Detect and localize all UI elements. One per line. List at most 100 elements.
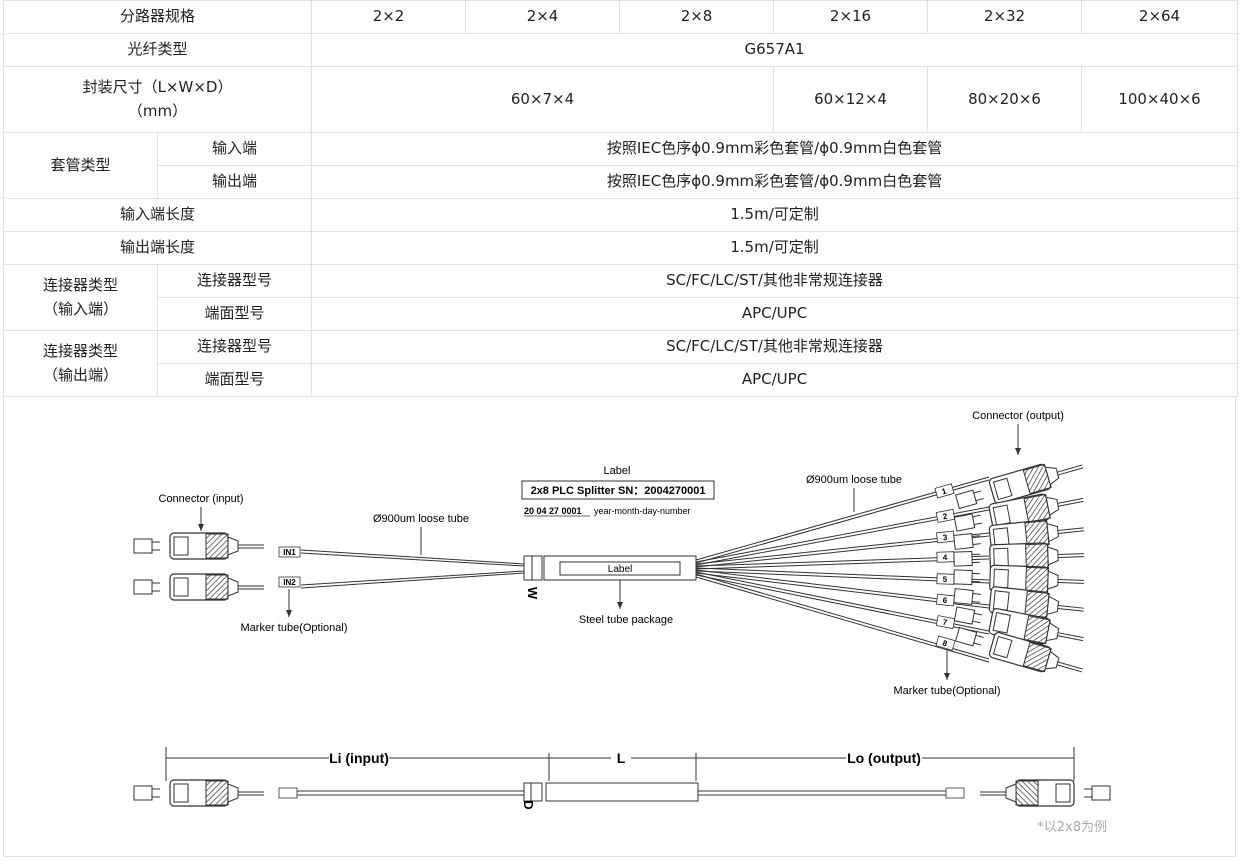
input-length-value: 1.5m/可定制 bbox=[311, 198, 1239, 232]
marker-left-text: Marker tube(Optional) bbox=[241, 622, 348, 634]
tube-output-value: 按照IEC色序ϕ0.9mm彩色套管/ϕ0.9mm白色套管 bbox=[311, 165, 1239, 199]
package-size-2x64: 100×40×6 bbox=[1081, 66, 1239, 133]
tube-input-value: 按照IEC色序ϕ0.9mm彩色套管/ϕ0.9mm白色套管 bbox=[311, 132, 1239, 166]
row-connector-input-endface: 端面型号 APC/UPC bbox=[4, 297, 1239, 331]
tube-output-label: 输出端 bbox=[156, 165, 313, 199]
row-spec: 分路器规格 2×2 2×4 2×8 2×16 2×32 2×64 bbox=[2, 0, 1239, 34]
connector-input-label: 连接器类型 （输入端） bbox=[3, 264, 158, 331]
input-marker-tag-1: IN1 bbox=[278, 546, 301, 558]
input-connector-1 bbox=[133, 532, 265, 560]
steel-tube-package: Label bbox=[523, 555, 697, 581]
connector-output-model-value: SC/FC/LC/ST/其他非常规连接器 bbox=[311, 330, 1239, 364]
marker-right-text: Marker tube(Optional) bbox=[894, 685, 1001, 697]
output-fiber-7: 7 bbox=[695, 571, 1087, 652]
package-size-label: 封装尺寸（L×W×D） （mm） bbox=[2, 66, 313, 133]
connector-output-endface-value: APC/UPC bbox=[311, 363, 1239, 397]
date-desc: year-month-day-number bbox=[594, 506, 691, 516]
dim-l: L bbox=[617, 750, 626, 766]
output-length-label: 输出端长度 bbox=[2, 231, 313, 265]
output-fiber-8: 8 bbox=[695, 573, 1087, 684]
output-fiber-3: 3 bbox=[695, 515, 1086, 568]
output-fiber-6: 6 bbox=[695, 569, 1086, 623]
diagram-panel: IN1 IN2 Connector (input) Ø900um loose t… bbox=[3, 397, 1236, 857]
package-size-2x32: 80×20×6 bbox=[927, 66, 1083, 133]
spec-2x64: 2×64 bbox=[1081, 0, 1239, 34]
bottom-output-connector bbox=[979, 779, 1111, 807]
spec-table: 分路器规格 2×2 2×4 2×8 2×16 2×32 2×64 光纤类型 G6… bbox=[2, 0, 1239, 397]
output-fibers: 1 2 3 4 bbox=[695, 452, 1087, 684]
package-size-small: 60×7×4 bbox=[311, 66, 775, 133]
out-tag-1: 1 bbox=[941, 486, 948, 496]
out-tag-5: 5 bbox=[943, 575, 948, 584]
dimension-diagram: Li (input) L Lo (output) D bbox=[133, 747, 1111, 810]
out-tag-4: 4 bbox=[943, 553, 948, 562]
svg-text:W: W bbox=[525, 587, 540, 600]
bottom-output-marker bbox=[945, 787, 965, 799]
bottom-input-marker bbox=[278, 787, 298, 799]
connector-input-model-value: SC/FC/LC/ST/其他非常规连接器 bbox=[311, 264, 1239, 298]
in-tag-1: IN1 bbox=[283, 548, 296, 557]
label-box-text: 2x8 PLC Splitter SN：2004270001 bbox=[531, 485, 706, 497]
in-tag-2: IN2 bbox=[283, 578, 296, 587]
spec-2x2: 2×2 bbox=[311, 0, 467, 34]
row-output-length: 输出端长度 1.5m/可定制 bbox=[2, 231, 1239, 265]
connector-output-endface-label: 端面型号 bbox=[156, 363, 313, 397]
dim-d: D bbox=[521, 800, 536, 809]
row-package-size: 封装尺寸（L×W×D） （mm） 60×7×4 60×12×4 80×20×6 … bbox=[2, 66, 1239, 133]
out-tag-8: 8 bbox=[941, 639, 948, 649]
loose-tube-left-text: Ø900um loose tube bbox=[373, 513, 469, 525]
input-connector-2 bbox=[133, 573, 265, 601]
row-tube-output: 输出端 按照IEC色序ϕ0.9mm彩色套管/ϕ0.9mm白色套管 bbox=[4, 165, 1239, 199]
dim-lo: Lo (output) bbox=[847, 750, 921, 766]
fiber-type-value: G657A1 bbox=[311, 33, 1239, 67]
out-tag-3: 3 bbox=[942, 533, 948, 542]
connector-output-label: 连接器类型 （输出端） bbox=[3, 330, 158, 397]
connector-output-label-line2: （输出端） bbox=[42, 365, 118, 384]
date-code: 20 04 27 0001 bbox=[524, 506, 582, 516]
bottom-boot bbox=[523, 782, 543, 802]
steel-tube-text: Steel tube package bbox=[579, 614, 673, 626]
footnote: *以2x8为例 bbox=[1037, 820, 1107, 835]
connector-input-model-label: 连接器型号 bbox=[156, 264, 313, 298]
input-marker-tag-2: IN2 bbox=[278, 576, 301, 588]
output-fiber-5: 5 bbox=[695, 563, 1086, 595]
row-connector-output-model: 连接器类型 （输出端） 连接器型号 SC/FC/LC/ST/其他非常规连接器 bbox=[3, 330, 1239, 397]
connector-input-text: Connector (input) bbox=[159, 493, 244, 505]
bottom-input-connector bbox=[133, 779, 265, 807]
connector-input-label-line2: （输入端） bbox=[42, 299, 118, 318]
package-size-label-line1: 封装尺寸（L×W×D） bbox=[82, 78, 233, 97]
input-length-label: 输入端长度 bbox=[2, 198, 313, 232]
output-fiber-2: 2 bbox=[695, 486, 1087, 566]
spec-label: 分路器规格 bbox=[2, 0, 313, 34]
package-size-2x16: 60×12×4 bbox=[773, 66, 929, 133]
input-fiber-1 bbox=[300, 549, 525, 567]
row-tube-input: 套管类型 输入端 按照IEC色序ϕ0.9mm彩色套管/ϕ0.9mm白色套管 bbox=[3, 132, 1239, 199]
connector-input-endface-label: 端面型号 bbox=[156, 297, 313, 331]
out-tag-2: 2 bbox=[942, 512, 949, 522]
spec-2x32: 2×32 bbox=[927, 0, 1083, 34]
connector-input-endface-value: APC/UPC bbox=[311, 297, 1239, 331]
connector-output-model-label: 连接器型号 bbox=[156, 330, 313, 364]
connector-input-label-line1: 连接器类型 bbox=[42, 276, 118, 295]
row-connector-input-model: 连接器类型 （输入端） 连接器型号 SC/FC/LC/ST/其他非常规连接器 bbox=[3, 264, 1239, 331]
output-fiber-4: 4 bbox=[695, 541, 1086, 573]
connector-output-text: Connector (output) bbox=[972, 410, 1064, 422]
row-input-length: 输入端长度 1.5m/可定制 bbox=[2, 198, 1239, 232]
output-length-value: 1.5m/可定制 bbox=[311, 231, 1239, 265]
spec-2x8: 2×8 bbox=[619, 0, 775, 34]
splitter-diagram: IN1 IN2 Connector (input) Ø900um loose t… bbox=[133, 410, 1111, 835]
fiber-type-label: 光纤类型 bbox=[2, 33, 313, 67]
label-box bbox=[521, 480, 715, 500]
tube-type-label: 套管类型 bbox=[3, 132, 158, 199]
connector-output-label-line1: 连接器类型 bbox=[42, 342, 118, 361]
loose-tube-right-text: Ø900um loose tube bbox=[806, 474, 902, 486]
row-connector-output-endface: 端面型号 APC/UPC bbox=[4, 363, 1239, 397]
spec-2x16: 2×16 bbox=[773, 0, 929, 34]
tube-input-label: 输入端 bbox=[156, 132, 313, 166]
spec-2x4: 2×4 bbox=[465, 0, 621, 34]
out-tag-6: 6 bbox=[942, 596, 948, 605]
row-fiber-type: 光纤类型 G657A1 bbox=[2, 33, 1239, 67]
bottom-steel-tube bbox=[545, 782, 699, 802]
package-label-text: Label bbox=[608, 564, 632, 575]
out-tag-7: 7 bbox=[942, 618, 949, 628]
